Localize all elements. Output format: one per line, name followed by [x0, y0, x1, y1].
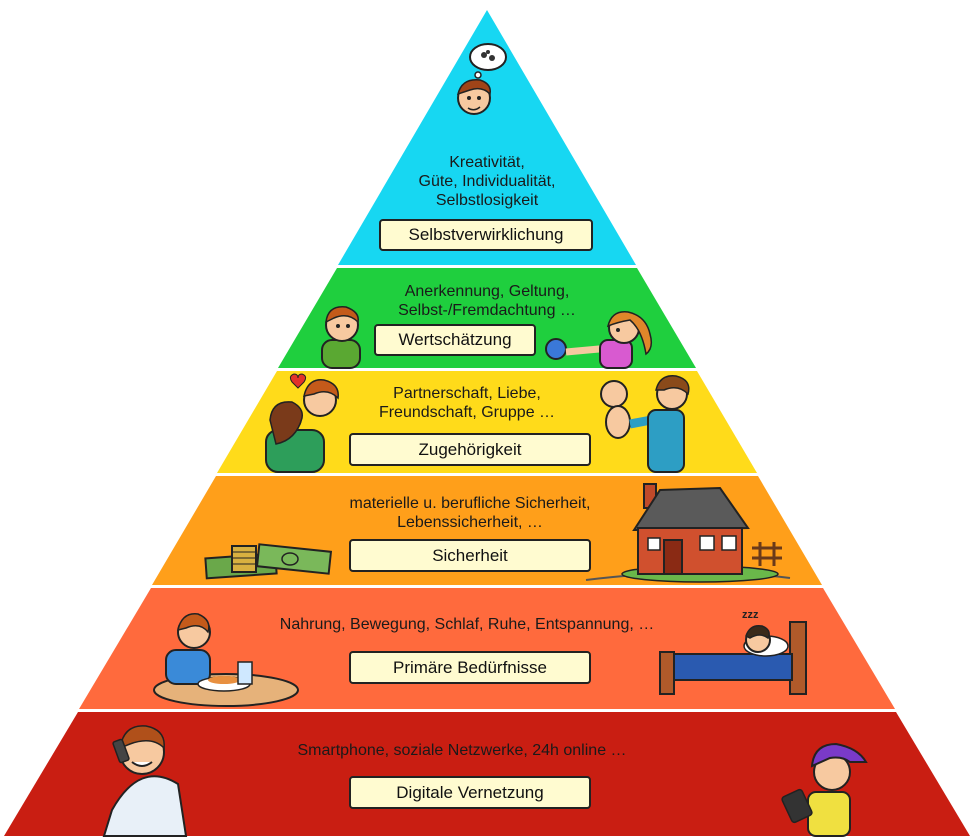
description-line: Selbstlosigkeit	[435, 192, 539, 209]
tier-description-selbstverwirklichung: Kreativität, Güte, Individualität, Selbs…	[387, 153, 587, 210]
thinking-boy-illustration	[456, 43, 507, 115]
description-line: Kreativität,	[449, 154, 525, 171]
description-line: Güte, Individualität,	[418, 173, 556, 190]
couple-hugging-illustration	[265, 373, 339, 473]
tier-band-digitale-vernetzung	[4, 712, 970, 836]
tier-label-primaere-beduerfnisse: Primäre Bedürfnisse	[349, 651, 591, 684]
tier-description-primaere-beduerfnisse: Nahrung, Bewegung, Schlaf, Ruhe, Entspan…	[247, 615, 687, 634]
tier-label-zugehoerigkeit: Zugehörigkeit	[349, 433, 591, 466]
tier-label-selbstverwirklichung: Selbstverwirklichung	[379, 219, 593, 251]
description-line: Smartphone, soziale Netzwerke, 24h onlin…	[297, 742, 627, 759]
svg-text:zzz: zzz	[742, 609, 759, 621]
father-lifting-baby-illustration	[600, 375, 690, 473]
tier-label-wertschaetzung: Wertschätzung	[374, 324, 536, 356]
description-line: Nahrung, Bewegung, Schlaf, Ruhe, Entspan…	[279, 616, 655, 633]
description-line: Partnerschaft, Liebe,	[393, 385, 541, 402]
description-line: Lebenssicherheit, …	[397, 514, 543, 531]
description-line: Selbst-/Fremdachtung …	[398, 302, 576, 319]
boy-eating-illustration	[153, 613, 299, 707]
girl-with-rosette-illustration	[545, 311, 653, 369]
man-on-phone-illustration	[102, 725, 188, 837]
tier-band-selbstverwirklichung	[338, 10, 636, 265]
tier-label-sicherheit: Sicherheit	[349, 539, 591, 572]
boy-illustration	[321, 306, 361, 369]
boy-with-tablet-illustration	[781, 742, 868, 837]
boy-sleeping-illustration: zzz	[659, 609, 807, 695]
description-line: Freundschaft, Gruppe …	[378, 404, 556, 421]
money-stack-illustration	[204, 543, 333, 580]
description-line: materielle u. berufliche Sicherheit,	[349, 495, 591, 512]
description-line: Anerkennung, Geltung,	[404, 283, 570, 300]
tier-description-wertschaetzung: Anerkennung, Geltung, Selbst-/Fremdachtu…	[362, 282, 612, 320]
tier-description-digitale-vernetzung: Smartphone, soziale Netzwerke, 24h onlin…	[262, 741, 662, 760]
brick-house-illustration	[585, 483, 791, 583]
tier-description-zugehoerigkeit: Partnerschaft, Liebe, Freundschaft, Grup…	[352, 384, 582, 422]
tier-description-sicherheit: materielle u. berufliche Sicherheit, Leb…	[320, 494, 620, 532]
tier-label-digitale-vernetzung: Digitale Vernetzung	[349, 776, 591, 809]
